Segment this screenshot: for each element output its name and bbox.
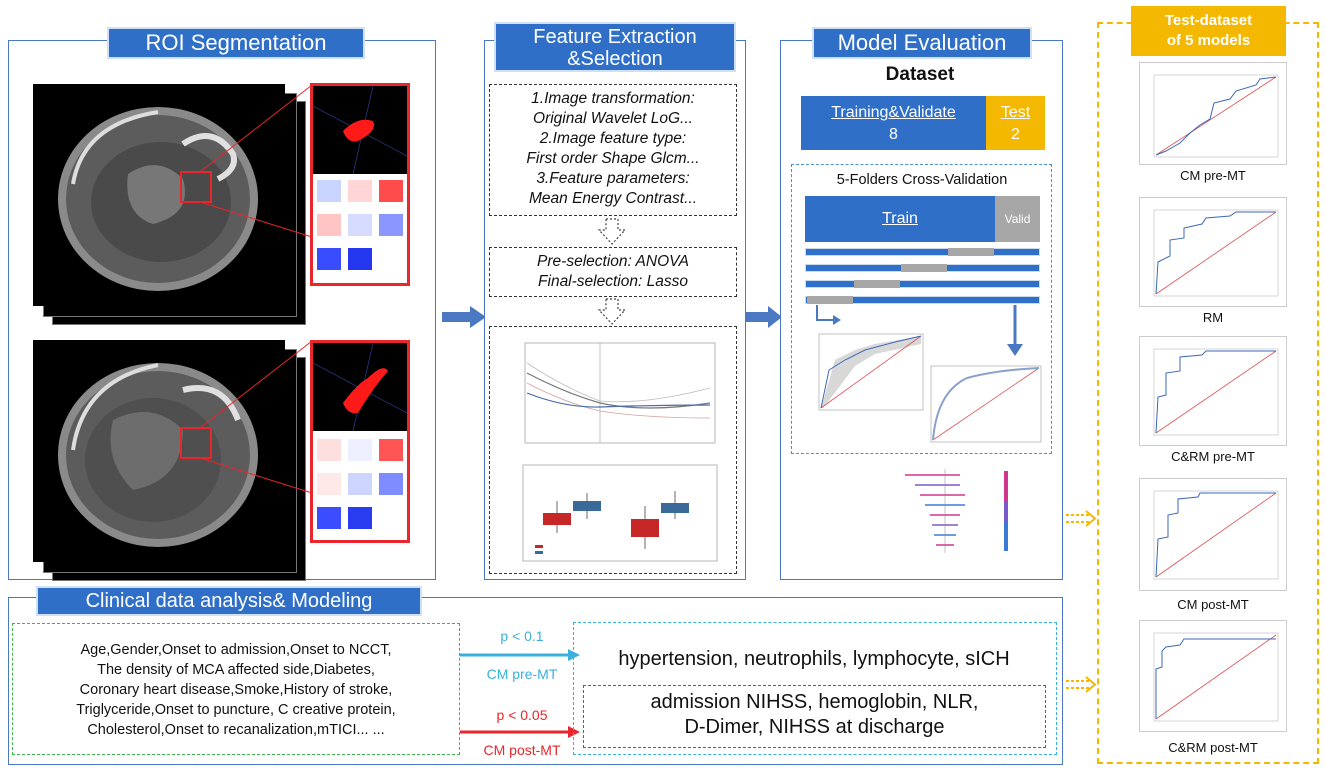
caption-crm-post-mt: C&RM post-MT [1168,740,1258,755]
flow-arrow-1 [442,306,486,328]
segmentation-zoom-2 [310,340,410,543]
cv-label: 5-Folders Cross-Validation [836,172,1008,188]
boxplot-chart [522,464,718,562]
preselection-text: Pre-selection: ANOVA [537,253,689,270]
cv-arrows [816,305,1023,356]
down-arrow-2 [597,298,627,325]
model-label-1: CM pre-MT [486,666,558,682]
result-post-mt-line1: admission NIHSS, hemoglobin, NLR, [650,691,979,713]
result-post-mt-box: admission NIHSS, hemoglobin, NLR, D-Dime… [583,685,1046,748]
testset-title-line2: of 5 models [1166,32,1251,49]
variables-line-1: Age,Gender,Onset to admission,Onset to N… [80,642,392,658]
p-value-2: p < 0.05 [496,707,548,723]
cv-train-block: Train [805,196,995,242]
caption-cm-post-mt: CM post-MT [1177,597,1249,612]
fold-valid-4 [807,296,853,304]
ct-slice-1 [33,84,285,306]
test-label: Test [1000,104,1031,121]
selection-box: Pre-selection: ANOVA Final-selection: La… [489,247,737,297]
dataset-label: Dataset [885,64,955,85]
zoom-lines-1 [200,84,313,238]
clinical-variables-box: Age,Gender,Onset to admission,Onset to N… [12,623,460,755]
result-post-mt-line2: D-Dimer, NIHSS at discharge [684,716,945,738]
cv-roc-plot [818,333,924,411]
ct-slice-2 [33,340,285,562]
caption-cm-pre-mt: CM pre-MT [1180,168,1246,183]
fold-valid-3 [854,280,900,288]
variables-line-5: Cholesterol,Onset to recanalization,mTIC… [87,722,385,738]
model-title: Model Evaluation [812,27,1032,59]
feature-title-line2: &Selection [567,48,663,70]
model-label-2: CM post-MT [483,742,561,758]
testset-title-line1: Test-dataset [1164,12,1253,29]
variables-line-2: The density of MCA affected side,Diabete… [97,662,375,678]
caption-rm: RM [1202,310,1224,325]
yellow-arrow-1 [1066,510,1097,527]
result-pre-mt-box [573,622,1057,755]
red-connector [460,726,580,738]
train-validate-label: Training&Validate [831,104,956,121]
yellow-arrow-2 [1066,676,1097,693]
step-line-5: 3.Feature parameters: [536,170,690,187]
step-line-6: Mean Energy Contrast... [529,190,697,207]
fold-valid-1 [948,248,994,256]
variables-line-4: Triglyceride,Onset to puncture, C creati… [76,702,396,718]
train-validate-value: 8 [889,126,898,143]
roc-card-cm-pre-mt [1139,62,1287,165]
lasso-curve-plot [524,342,716,444]
train-validate-block: Training&Validate 8 [801,96,986,150]
cv-valid-label: Valid [1004,212,1031,226]
result-pre-mt-text: hypertension, neutrophils, lymphocyte, s… [618,648,1010,670]
fold-row-4 [805,296,1040,304]
finalselection-text: Final-selection: Lasso [538,273,688,290]
step-line-3: 2.Image feature type: [539,130,687,147]
fold-row-3 [805,280,1040,288]
flow-arrow-2 [746,306,782,328]
p-value-1: p < 0.1 [500,628,544,644]
variables-line-3: Coronary heart disease,Smoke,History of … [79,682,393,698]
down-arrow-1 [597,218,627,245]
lasso-plots-box [489,326,737,574]
test-block: Test 2 [986,96,1045,150]
roc-card-crm-pre-mt [1139,336,1287,446]
caption-crm-pre-mt: C&RM pre-MT [1171,449,1255,464]
cv-box [791,164,1052,454]
test-value: 2 [1011,126,1020,143]
zoom-lines-2 [200,340,313,494]
fold-valid-2 [901,264,947,272]
cv-train-label: Train [882,210,918,227]
roi-segmentation-title: ROI Segmentation [107,27,365,59]
roc-card-cm-post-mt [1139,478,1287,591]
feature-title-line1: Feature Extraction [533,26,697,48]
shap-summary-plot [905,469,1008,553]
step-line-2: Original Wavelet LoG... [533,110,693,127]
feature-title: Feature Extraction &Selection [494,22,736,72]
clinical-title: Clinical data analysis& Modeling [36,586,422,616]
roc-card-crm-post-mt [1139,620,1287,732]
cyan-connector [460,649,580,661]
extraction-steps-box: 1.Image transformation: Original Wavelet… [489,84,737,216]
segmentation-zoom-1 [310,83,410,286]
clinical-panel [8,597,1063,765]
cv-valid-block: Valid [995,196,1040,242]
roc-card-rm [1139,197,1287,307]
step-line-4: First order Shape Glcm... [526,150,700,167]
testset-title: Test-dataset of 5 models [1131,6,1286,56]
fold-row-1 [805,248,1040,256]
step-line-1: 1.Image transformation: [531,90,695,107]
test-roc-plot [930,365,1042,443]
